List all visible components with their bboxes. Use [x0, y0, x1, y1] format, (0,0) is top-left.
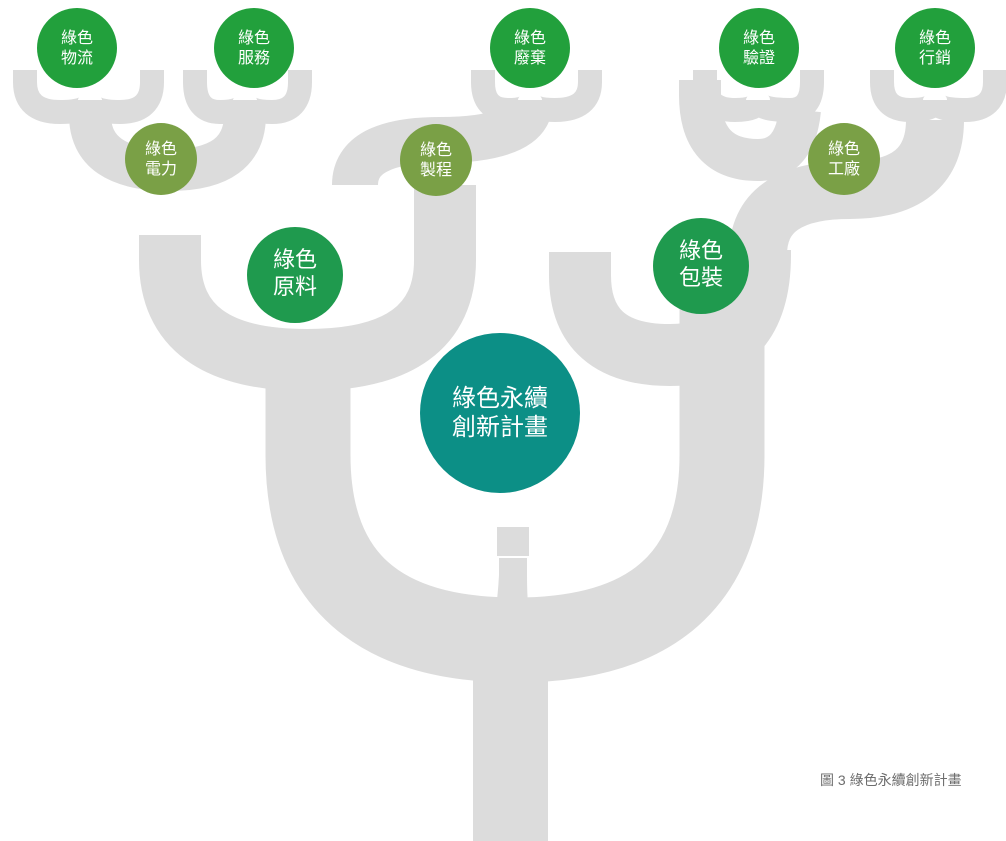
- node-packaging: 綠色 包裝: [653, 218, 749, 314]
- node-verification-label: 綠色 驗證: [742, 28, 775, 67]
- node-power: 綠色 電力: [125, 123, 197, 195]
- fork-6: [518, 70, 602, 123]
- node-raw-materials-label: 綠色 原料: [272, 248, 317, 300]
- node-service: 綠色 服務: [214, 8, 294, 88]
- node-service-label: 綠色 服務: [237, 28, 270, 67]
- bottle-shape: [473, 527, 548, 841]
- node-waste: 綠色 廢棄: [490, 8, 570, 88]
- node-logistics-label: 綠色 物流: [60, 28, 93, 67]
- left-mid-branch: [139, 185, 476, 392]
- node-core-label: 綠色永續 創新計畫: [452, 383, 548, 441]
- node-core: 綠色永續 創新計畫: [420, 333, 580, 493]
- right-top-branch: [679, 80, 821, 182]
- figure-caption: 圖 3 綠色永續創新計畫: [820, 772, 962, 788]
- fork-4: [233, 70, 312, 125]
- node-logistics: 綠色 物流: [37, 8, 117, 88]
- node-power-label: 綠色 電力: [144, 139, 177, 178]
- node-process: 綠色 製程: [400, 124, 472, 196]
- node-factory-label: 綠色 工廠: [827, 139, 860, 178]
- fork-10: [923, 70, 1006, 123]
- node-raw-materials: 綠色 原料: [247, 227, 343, 323]
- node-factory: 綠色 工廠: [808, 123, 880, 195]
- fork-8: [746, 70, 824, 123]
- node-verification: 綠色 驗證: [719, 8, 799, 88]
- right-mid-branch: [549, 250, 791, 387]
- node-waste-label: 綠色 廢棄: [513, 28, 546, 67]
- node-packaging-label: 綠色 包裝: [678, 239, 723, 291]
- fork-2: [78, 70, 164, 125]
- node-process-label: 綠色 製程: [419, 140, 452, 179]
- node-marketing: 綠色 行銷: [895, 8, 975, 88]
- node-marketing-label: 綠色 行銷: [918, 28, 951, 67]
